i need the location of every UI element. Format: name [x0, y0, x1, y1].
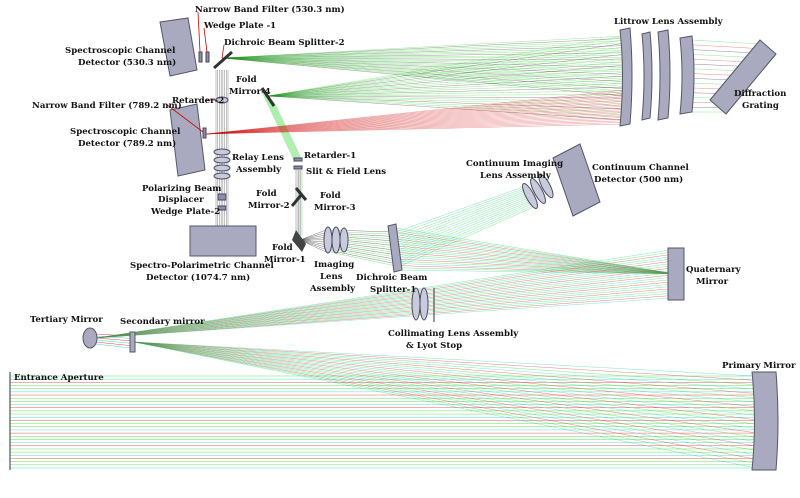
label-fold-mirror-2-l2: Mirror-2 [248, 201, 290, 211]
spectro-pol-detector-shape [189, 225, 257, 257]
narrow-band-filter-530-shape [198, 51, 203, 63]
label-imaging-l3: Assembly [309, 284, 356, 294]
ray-tertiary-quaternary [95, 249, 671, 339]
wedge-plate-2-shape [217, 205, 227, 211]
label-relay-lens-l1: Relay Lens [232, 153, 284, 163]
diffraction-grating-shape [709, 39, 777, 115]
label-collimating-l1: Collimating Lens Assembly [388, 329, 519, 339]
label-secondary: Secondary mirror [120, 317, 205, 327]
label-fold-mirror-1-l1: Fold [272, 243, 293, 253]
narrow-band-filter-789-shape [202, 127, 207, 139]
ray-primary-secondary [133, 341, 757, 469]
label-spectro-pol-l2: Detector (1074.7 nm) [146, 272, 250, 283]
ray-slit-fold4 [261, 91, 303, 161]
label-littrow: Littrow Lens Assembly [614, 17, 724, 27]
spec-detector-530-shape [159, 17, 198, 77]
ray-relay-vertical [215, 70, 229, 226]
ray-secondary-tertiary [95, 333, 131, 349]
label-diffraction-l2: Grating [742, 101, 779, 111]
label-quaternary-l2: Mirror [696, 277, 729, 287]
label-diffraction-l1: Diffraction [734, 89, 787, 99]
label-fold-mirror-3-l1: Fold [320, 191, 341, 201]
label-dichroic-1-l2: Splitter-1 [370, 285, 416, 295]
dichroic-1-shape [387, 223, 403, 273]
slit-field-lens-shape [293, 165, 303, 170]
fold-mirror-1-shape [292, 230, 306, 252]
label-fold-mirror-4-l2: Mirror-4 [229, 87, 271, 97]
primary-mirror-shape [751, 371, 779, 471]
collimating-lens-shape [411, 287, 435, 322]
ray-entrance-primary [10, 375, 756, 469]
fold-mirror-3-shape [294, 187, 308, 201]
label-spectro-pol-l1: Spectro-Polarimetric Channel [130, 261, 274, 271]
ray-dichroic-continuum [395, 185, 537, 267]
fold-mirror-4-shape [260, 87, 276, 107]
label-tertiary: Tertiary Mirror [30, 315, 103, 325]
tertiary-mirror-shape [82, 327, 98, 349]
wedge-plate-1-shape [205, 51, 210, 63]
quaternary-mirror-shape [667, 247, 685, 301]
label-retarder-1: Retarder-1 [304, 151, 356, 161]
label-spec-det-789-l2: Detector (789.2 nm) [78, 138, 176, 149]
label-dichroic-1-l1: Dichroic Beam [356, 273, 427, 283]
label-spec-det-789-l1: Spectroscopic Channel [70, 127, 181, 137]
label-pbd-l2: Displacer [158, 195, 204, 205]
label-cont-det-l1: Continuum Channel [592, 163, 690, 173]
label-quaternary-l1: Quaternary [686, 265, 742, 275]
ray-littrow-789 [205, 89, 625, 135]
label-wedge-plate-1: Wedge Plate -1 [203, 21, 276, 31]
ray-fold4-littrow [267, 35, 625, 121]
label-primary: Primary Mirror [722, 361, 796, 371]
ray-littrow-530 [221, 35, 625, 97]
ray-bundles [10, 35, 761, 469]
label-cont-imaging-l1: Continuum Imaging [466, 159, 563, 169]
continuum-detector-shape [552, 143, 601, 217]
retarder-1-shape [293, 157, 303, 162]
littrow-lens-shape [619, 27, 695, 127]
label-cont-imaging-l2: Lens Assembly [480, 171, 552, 181]
spec-detector-789-shape [169, 103, 206, 177]
label-fold-mirror-4-l1: Fold [236, 75, 257, 85]
fold-mirror-2-shape [290, 193, 304, 207]
continuum-lens-shape [522, 173, 554, 210]
relay-lens-shape [213, 148, 231, 180]
label-slit-field-lens: Slit & Field Lens [306, 167, 386, 177]
label-cont-det-l2: Detector (500 nm) [594, 174, 683, 185]
label-imaging-l2: Lens [320, 272, 343, 282]
label-fold-mirror-1-l2: Mirror-1 [264, 255, 306, 265]
label-relay-lens-l2: Assembly [235, 165, 282, 175]
label-dichroic-2: Dichroic Beam Splitter-2 [224, 38, 345, 48]
label-narrow-band-789: Narrow Band Filter (789.2 nm) [32, 100, 182, 111]
label-entrance: Entrance Aperture [14, 373, 104, 383]
dichroic-2-shape [213, 50, 233, 70]
label-spec-det-530-l2: Detector (530.3 nm) [78, 57, 176, 68]
secondary-mirror-shape [129, 331, 136, 353]
label-pointers [165, 11, 225, 133]
label-narrow-band-530: Narrow Band Filter (530.3 nm) [195, 4, 345, 15]
ray-imaging-fold1 [299, 229, 327, 253]
label-imaging-l1: Imaging [314, 260, 354, 270]
label-wedge-plate-2: Wedge Plate-2 [150, 207, 220, 217]
ray-fold-slit [295, 170, 303, 236]
label-retarder-2: Retarder-2 [172, 96, 224, 106]
label-fold-mirror-2-l1: Fold [256, 189, 277, 199]
imaging-lens-shape [323, 226, 349, 254]
labels: Narrow Band Filter (530.3 nm) Wedge Plat… [14, 4, 796, 383]
label-collimating-l2: & Lyot Stop [406, 341, 462, 351]
label-fold-mirror-3-l2: Mirror-3 [314, 203, 356, 213]
label-pbd-l1: Polarizing Beam [142, 184, 221, 194]
polarizing-beam-displacer-shape [217, 193, 227, 201]
label-spec-det-530-l1: Spectroscopic Channel [65, 46, 176, 56]
ray-quaternary-dichroic [395, 227, 677, 275]
